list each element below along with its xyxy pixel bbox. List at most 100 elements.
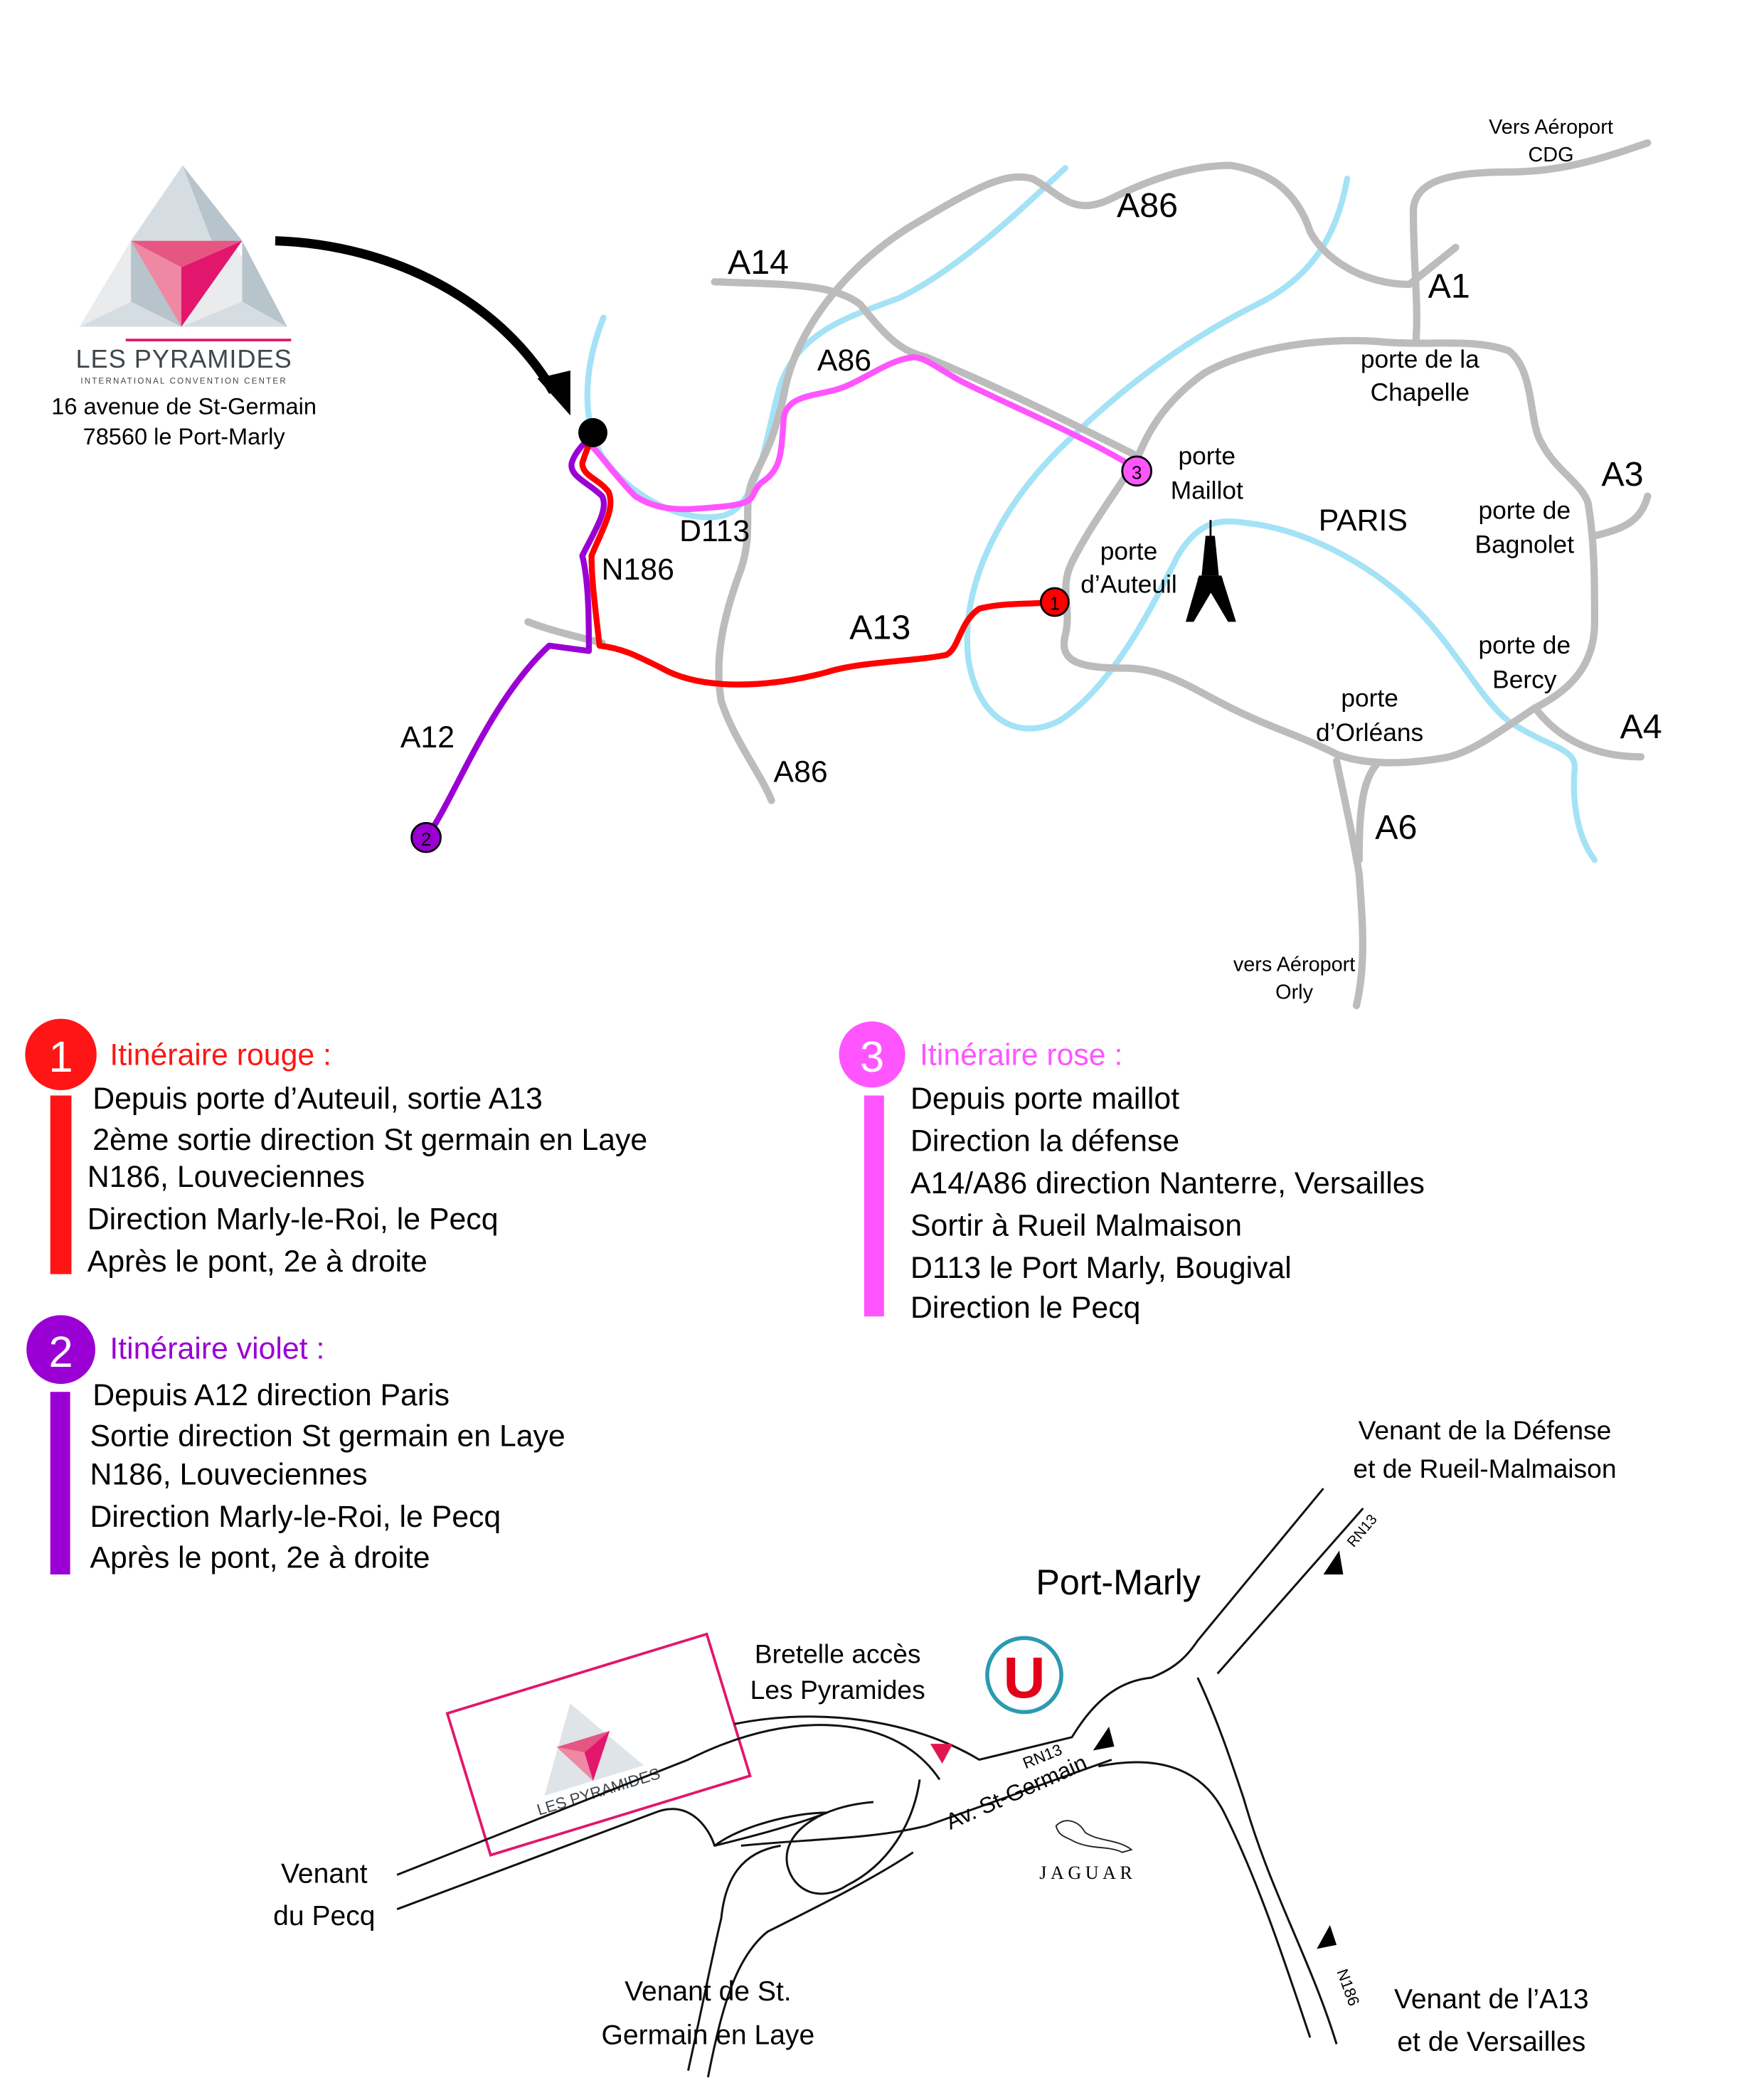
itinerary-violet-badge bbox=[26, 1315, 95, 1385]
label-n186-local: N186 bbox=[1333, 1966, 1363, 2008]
label-from-pecq-1: Venant bbox=[281, 1858, 368, 1889]
label-from-stgermain-1: Venant de St. bbox=[625, 1976, 792, 2007]
local-loop bbox=[785, 1779, 921, 1895]
itinerary-red-step: Depuis porte d’Auteuil, sortie A13 bbox=[92, 1082, 543, 1116]
itinerary-red-step: Après le pont, 2e à droite bbox=[87, 1244, 427, 1279]
label-a86-south: A86 bbox=[774, 755, 828, 789]
marker-1[interactable]: 1 bbox=[1039, 587, 1070, 617]
svg-text:1: 1 bbox=[1050, 593, 1060, 614]
road-a6 bbox=[1332, 757, 1381, 1010]
address-line-1: 16 avenue de St-Germain bbox=[51, 393, 317, 419]
road-a86-north bbox=[780, 161, 1460, 401]
itinerary-pink: 3 Itinéraire rose : Depuis porte maillot… bbox=[839, 1021, 1425, 1325]
marker-2[interactable]: 2 bbox=[410, 821, 442, 853]
itinerary-violet-step: Depuis A12 direction Paris bbox=[92, 1378, 450, 1412]
label-orleans-2: d’Orléans bbox=[1316, 719, 1423, 747]
svg-text:3: 3 bbox=[1132, 462, 1142, 484]
label-cdg-1: Vers Aéroport bbox=[1489, 116, 1613, 139]
itinerary-pink-step: D113 le Port Marly, Bougival bbox=[910, 1251, 1292, 1285]
label-maillot-1: porte bbox=[1179, 442, 1236, 470]
seine-river-east bbox=[964, 175, 1598, 863]
marker-3[interactable]: 3 bbox=[1121, 455, 1153, 487]
itinerary-pink-number: 3 bbox=[860, 1033, 884, 1082]
label-bagnolet-1: porte de bbox=[1478, 496, 1571, 524]
label-rn13-b: RN13 bbox=[1344, 1511, 1381, 1550]
label-cdg-2: CDG bbox=[1528, 144, 1573, 166]
logo-tagline: INTERNATIONAL CONVENTION CENTER bbox=[80, 378, 287, 386]
label-from-stgermain-2: Germain en Laye bbox=[602, 2020, 815, 2050]
label-a14: A14 bbox=[728, 243, 789, 282]
access-arrow-icon bbox=[930, 1744, 953, 1764]
label-auteuil-2: d’Auteuil bbox=[1080, 571, 1177, 599]
label-d113: D113 bbox=[679, 514, 750, 548]
road-a14 bbox=[711, 278, 1142, 460]
label-orly-2: Orly bbox=[1275, 981, 1313, 1004]
itinerary-pink-step: Depuis porte maillot bbox=[910, 1082, 1179, 1116]
label-maillot-2: Maillot bbox=[1171, 476, 1243, 504]
label-from-defense-2: et de Rueil-Malmaison bbox=[1353, 1454, 1616, 1483]
label-auteuil-1: porte bbox=[1100, 538, 1158, 565]
itinerary-pink-badge bbox=[839, 1021, 905, 1088]
label-paris: PARIS bbox=[1319, 503, 1408, 538]
itinerary-red-step: N186, Louveciennes bbox=[87, 1160, 365, 1194]
label-chapelle-1: porte de la bbox=[1361, 346, 1479, 373]
itinerary-violet-title: Itinéraire violet : bbox=[110, 1332, 324, 1366]
itinerary-pink-step: A14/A86 direction Nanterre, Versailles bbox=[910, 1166, 1425, 1200]
logo-wordmark: LES PYRAMIDES bbox=[75, 344, 292, 373]
local-road-pecq bbox=[396, 1724, 941, 1876]
label-orleans-1: porte bbox=[1341, 685, 1398, 713]
direction-arrow-icon bbox=[1093, 1726, 1115, 1751]
local-road-stgermain bbox=[687, 1844, 914, 2078]
local-road-rn13-east bbox=[1216, 1507, 1364, 1675]
itinerary-red-title: Itinéraire rouge : bbox=[110, 1038, 331, 1072]
road-a4 bbox=[1531, 704, 1645, 761]
label-from-a13-1: Venant de l’A13 bbox=[1394, 1984, 1589, 2015]
itinerary-pink-step: Direction la défense bbox=[910, 1124, 1179, 1158]
route-violet bbox=[424, 430, 607, 840]
itinerary-violet-step: Direction Marly-le-Roi, le Pecq bbox=[90, 1500, 501, 1534]
local-road-pecq-lower bbox=[396, 1759, 1112, 1911]
svg-text:JAGUAR: JAGUAR bbox=[1039, 1862, 1136, 1883]
label-bretelle-1: Bretelle accès bbox=[755, 1639, 921, 1669]
label-a13: A13 bbox=[849, 609, 910, 647]
les-pyramides-logo: LES PYRAMIDES INTERNATIONAL CONVENTION C… bbox=[51, 165, 317, 449]
seine-river-west bbox=[584, 165, 1068, 521]
road-a13-junction bbox=[524, 618, 606, 647]
label-from-defense-1: Venant de la Défense bbox=[1359, 1415, 1612, 1445]
label-bretelle-2: Les Pyramides bbox=[750, 1675, 925, 1705]
eiffel-tower-icon bbox=[1186, 520, 1236, 622]
direction-arrow-icon bbox=[1317, 1925, 1337, 1949]
label-a4: A4 bbox=[1620, 708, 1662, 746]
itinerary-violet-step: N186, Louveciennes bbox=[90, 1457, 368, 1491]
route-pink bbox=[588, 354, 1142, 513]
itinerary-pink-step: Sortir à Rueil Malmaison bbox=[910, 1209, 1242, 1243]
label-from-pecq-2: du Pecq bbox=[273, 1901, 375, 1931]
address-line-2: 78560 le Port-Marly bbox=[83, 424, 286, 449]
label-bercy-2: Bercy bbox=[1492, 666, 1557, 693]
svg-text:U: U bbox=[1003, 1646, 1045, 1710]
road-a1 bbox=[1409, 139, 1652, 344]
pyramid-logo-small-icon bbox=[544, 1703, 644, 1796]
itinerary-violet-number: 2 bbox=[49, 1328, 73, 1377]
itinerary-red-bar bbox=[50, 1095, 72, 1274]
itinerary-red-step: 2ème sortie direction St germain en Laye bbox=[92, 1123, 647, 1157]
local-road-rn13 bbox=[734, 1488, 1324, 1761]
itinerary-violet-step: Sortie direction St germain en Laye bbox=[90, 1419, 565, 1454]
label-a3: A3 bbox=[1601, 455, 1643, 494]
label-orly-1: vers Aéroport bbox=[1233, 954, 1355, 976]
local-map: LES PYRAMIDES U JAGUAR Port-Marly Bretel… bbox=[273, 1415, 1617, 2078]
super-u-logo-icon: U bbox=[985, 1636, 1063, 1715]
road-a3 bbox=[1590, 492, 1652, 540]
arrow-to-destination-icon bbox=[275, 236, 570, 416]
label-n186: N186 bbox=[602, 553, 674, 587]
svg-text:2: 2 bbox=[421, 828, 431, 850]
itinerary-red-number: 1 bbox=[49, 1033, 73, 1082]
pyramid-logo-icon bbox=[79, 165, 292, 342]
local-pyramides-logo[interactable]: LES PYRAMIDES bbox=[445, 1632, 752, 1857]
itinerary-violet-bar bbox=[50, 1392, 70, 1574]
destination-marker[interactable] bbox=[578, 417, 607, 447]
itinerary-red-badge bbox=[25, 1018, 97, 1091]
label-bercy-1: porte de bbox=[1478, 631, 1571, 659]
itinerary-red-step: Direction Marly-le-Roi, le Pecq bbox=[87, 1202, 499, 1236]
